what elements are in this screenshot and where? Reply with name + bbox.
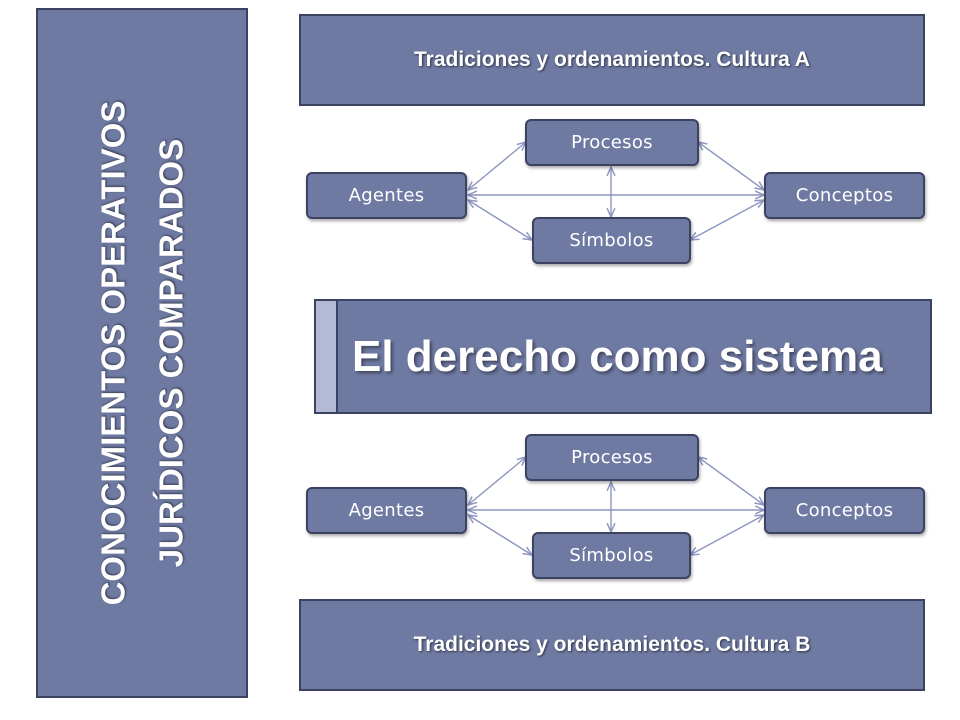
side-title-panel: CONOCIMIENTOS OPERATIVOS JURÍDICOS COMPA…	[36, 8, 248, 698]
culture-b-header: Tradiciones y ordenamientos. Cultura B	[299, 599, 925, 691]
link-b-agents-simbolos	[468, 515, 532, 555]
center-title-panel: El derecho como sistema	[314, 299, 932, 414]
link-a-procesos-conceptos	[698, 142, 764, 190]
culture-a-header: Tradiciones y ordenamientos. Cultura A	[299, 14, 925, 106]
node-a-procesos: Procesos	[525, 119, 699, 166]
link-a-simbolos-conceptos	[690, 200, 764, 240]
node-a-simbolos: Símbolos	[532, 217, 691, 264]
node-b-agentes: Agentes	[306, 487, 467, 534]
node-b-conceptos: Conceptos	[764, 487, 925, 534]
link-a-agents-simbolos	[468, 200, 532, 240]
node-b-simbolos: Símbolos	[532, 532, 691, 579]
side-title: CONOCIMIENTOS OPERATIVOS JURÍDICOS COMPA…	[84, 101, 200, 606]
link-a-agents-procesos	[468, 142, 526, 190]
link-b-simbolos-conceptos	[690, 515, 764, 555]
side-title-line2: JURÍDICOS COMPARADOS	[152, 138, 189, 568]
node-a-conceptos: Conceptos	[764, 172, 925, 219]
center-accent-bar	[316, 301, 338, 412]
node-a-agentes: Agentes	[306, 172, 467, 219]
center-title: El derecho como sistema	[352, 331, 883, 381]
link-b-procesos-conceptos	[698, 457, 764, 505]
side-title-line1: CONOCIMIENTOS OPERATIVOS	[94, 100, 131, 606]
link-b-agents-procesos	[468, 457, 526, 505]
node-b-procesos: Procesos	[525, 434, 699, 481]
